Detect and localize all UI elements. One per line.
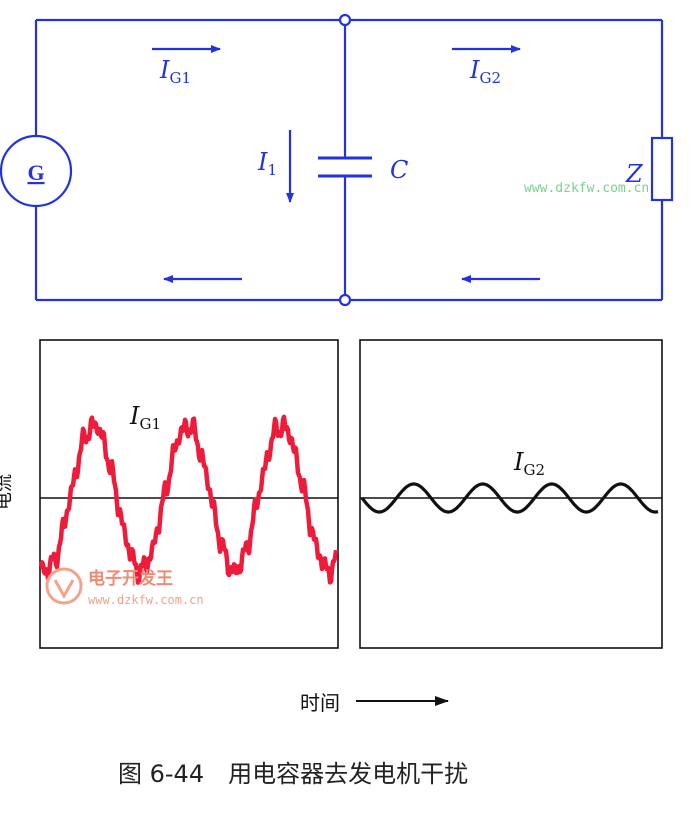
logo-text: 电子开发王 xyxy=(88,568,173,589)
waveform-right-label: IG2 xyxy=(513,448,545,479)
junction-bottom xyxy=(338,293,352,307)
waveform-left-label-subscript: G1 xyxy=(139,415,161,433)
figure-number: 图 6-44 xyxy=(118,760,204,788)
circuit-diagram xyxy=(0,13,674,307)
y-axis-label: 电流 xyxy=(0,474,15,510)
waveform-right-label-symbol: I xyxy=(513,448,524,476)
label-i1: I1 xyxy=(257,148,277,179)
generator-label: G xyxy=(27,160,44,185)
junction-top xyxy=(338,13,352,27)
label-ig1-top: IG1 xyxy=(159,56,191,87)
figure-title: 用电容器去发电机干扰 xyxy=(228,760,468,788)
waveform-left-frame xyxy=(39,339,339,649)
logo-icon-mark xyxy=(53,579,75,600)
capacitor-label: C xyxy=(390,156,408,184)
waveform-left-label: IG1 xyxy=(129,402,161,433)
load-resistor xyxy=(650,136,674,202)
waveform-right-frame xyxy=(359,339,663,649)
waveform-right-panel xyxy=(359,339,663,649)
generator-symbol xyxy=(0,134,73,208)
waveform-ig2-trace xyxy=(360,482,659,514)
waveform-left-label-symbol: I xyxy=(129,402,140,430)
label-i1-symbol: I xyxy=(257,148,268,176)
load-label: Z xyxy=(625,160,644,188)
label-ig1-symbol: I xyxy=(159,56,170,84)
watermark-circuit: www.dzkfw.com.cn xyxy=(524,181,649,196)
label-ig2-subscript: G2 xyxy=(479,69,501,87)
waveform-ig1-trace xyxy=(38,414,339,585)
figure-caption: 图 6-44 用电容器去发电机干扰 xyxy=(118,760,468,788)
label-ig2-symbol: I xyxy=(469,56,480,84)
label-ig1-subscript: G1 xyxy=(169,69,191,87)
waveform-right-label-subscript: G2 xyxy=(523,461,545,479)
circuit-labels: G IG1 IG2 I1 C Z xyxy=(27,56,644,188)
logo-watermark: 电子开发王 www.dzkfw.com.cn xyxy=(45,567,204,607)
waveform-left-panel xyxy=(38,339,339,649)
label-i1-subscript: 1 xyxy=(267,161,277,179)
x-axis-label: 时间 xyxy=(300,691,340,715)
label-ig2-top: IG2 xyxy=(469,56,501,87)
logo-icon xyxy=(45,567,83,605)
logo-url: www.dzkfw.com.cn xyxy=(88,593,204,607)
